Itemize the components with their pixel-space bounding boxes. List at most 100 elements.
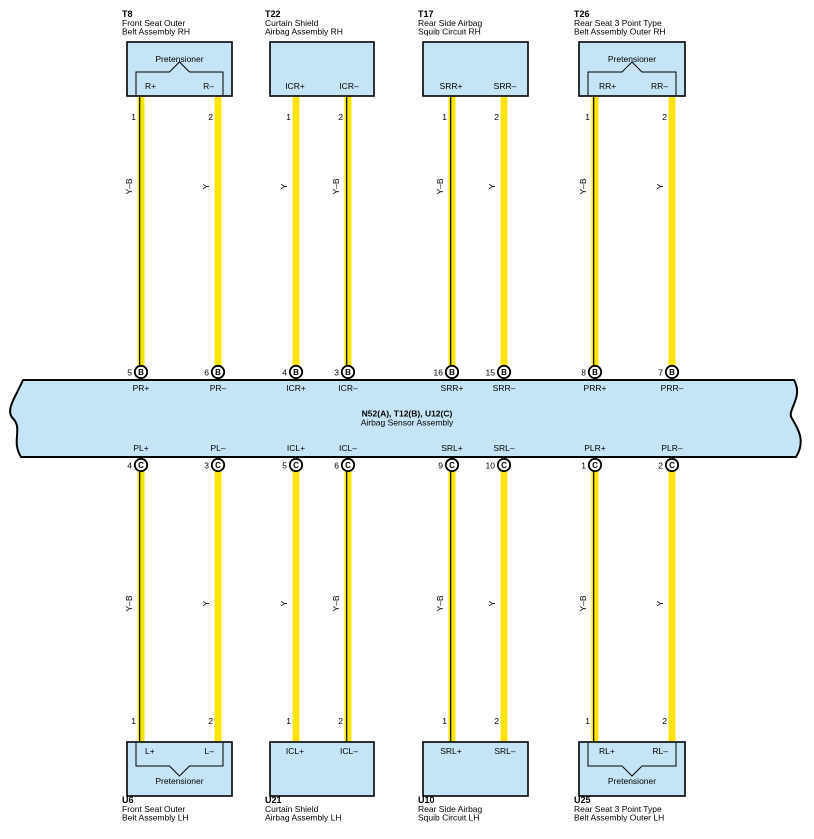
component-name-line: Squib Circuit LH [418,813,479,823]
pin-number: 1 [585,112,590,122]
pretensioner-symbol [135,743,224,777]
connector-circle [444,457,460,473]
pin-number: 2 [208,716,213,726]
terminal-label: ICR– [339,81,359,91]
component-name-line: Rear Seat 3 Point Type [574,18,662,28]
component-name-line: Rear Seat 3 Point Type [574,804,662,814]
ecu-terminal-label: ICR– [338,383,358,393]
wire-color-label: Y–B [578,178,588,194]
wire-color-label: Y [201,183,211,189]
terminal-label: RR– [651,81,668,91]
ecu-pin-number: 8 [581,368,586,378]
wire-8 [668,465,676,742]
ecu-terminal-label: PRR+ [584,383,607,393]
component-name-line: Curtain Shield [265,804,319,814]
wire-color-label: Y [487,183,497,189]
component-name-line: Belt Assembly LH [122,813,189,823]
terminal-label: L+ [145,746,155,756]
wire-color-label: Y [655,183,665,189]
ecu-pin-number: 9 [438,461,443,471]
ecu-title: N52(A), T12(B), U12(C) [362,409,453,419]
wire-color-label: Y–B [124,595,134,611]
terminal-label: RR+ [599,81,616,91]
component-code: U21 [265,795,282,805]
component-code: T17 [418,9,434,19]
component-box [126,741,233,797]
terminal-label: SRR+ [440,81,463,91]
wire-color-label: Y–B [331,595,341,611]
wire-color-label: Y–B [435,595,445,611]
connector-letter: C [138,461,144,470]
component-name-line: Front Seat Outer [122,18,185,28]
component-box [126,41,233,97]
component-code: U25 [574,795,591,805]
wire-7 [591,465,599,742]
pin-number: 1 [286,112,291,122]
ecu-terminal-label: PLR– [661,443,683,453]
wire-color-label: Y [487,600,497,606]
wire-color-label: Y–B [124,178,134,194]
connector-letter: C [345,461,351,470]
wire-2 [214,465,222,742]
pin-number: 2 [662,716,667,726]
connector-letter: B [138,368,144,377]
ecu-pin-number: 7 [658,368,663,378]
wire-6 [500,465,508,742]
component-code: U6 [122,795,134,805]
wire-7 [591,96,599,367]
wire-5 [448,96,456,367]
component-code: T22 [265,9,281,19]
ecu-pin-number: 5 [282,461,287,471]
connector-letter: C [501,461,507,470]
component-name-line: Belt Assembly Outer RH [574,27,666,37]
terminal-label: ICL+ [286,746,304,756]
connector-circle [664,364,680,380]
connector-letter: B [501,368,507,377]
connector-letter: C [293,461,299,470]
pretensioner-symbol [587,61,677,95]
airbag-sensor-assembly: N52(A), T12(B), U12(C)Airbag Sensor Asse… [9,379,802,458]
ecu-terminal-label: PLR+ [584,443,606,453]
wire-5 [448,465,456,742]
connector-circle [340,457,356,473]
pin-number: 2 [338,112,343,122]
connector-letter: C [215,461,221,470]
connector-letter: C [669,461,675,470]
ecu-terminal-label: ICR+ [286,383,306,393]
ecu-terminal-label: SRR+ [441,383,464,393]
connector-circle [587,457,603,473]
component-box [269,741,375,797]
pin-number: 1 [442,716,447,726]
connector-circle [444,364,460,380]
wire-1 [137,96,145,367]
component-box [578,741,686,797]
connector-letter: B [215,368,221,377]
component-code: T26 [574,9,590,19]
pin-number: 2 [208,112,213,122]
terminal-label: R+ [145,81,156,91]
terminal-label: RL– [652,746,668,756]
pretensioner-symbol [135,61,224,95]
wire-color-label: Y–B [435,178,445,194]
pin-number: 1 [131,112,136,122]
wire-8 [668,96,676,367]
component-name-line: Belt Assembly Outer LH [574,813,664,823]
ecu-pin-number: 6 [204,368,209,378]
ecu-pin-number: 4 [127,461,132,471]
pretensioner-label: Pretensioner [155,776,203,786]
connector-circle [288,364,304,380]
